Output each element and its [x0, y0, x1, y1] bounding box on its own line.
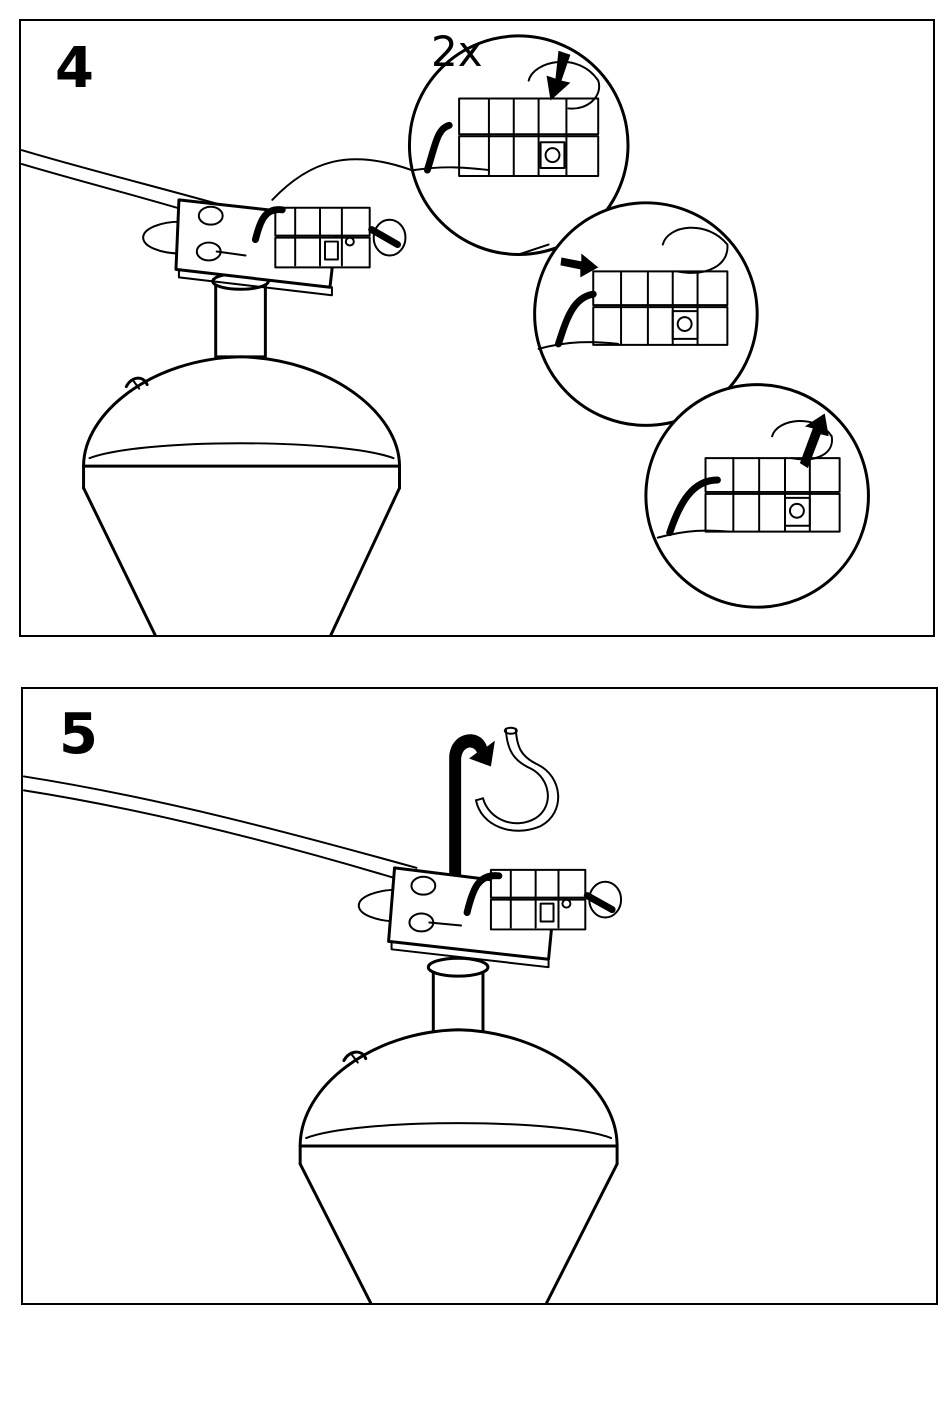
step-number: 5 [59, 707, 97, 763]
power-cable [24, 776, 416, 883]
connector-block [359, 868, 621, 967]
lamp-shade [84, 273, 400, 635]
repeat-count-label: 2x [431, 31, 483, 73]
ceiling-hook [476, 728, 558, 831]
detail-callout [272, 159, 411, 200]
step-4-panel: 4 2x [19, 19, 935, 637]
connector-block [143, 200, 405, 295]
step-number: 4 [55, 41, 93, 97]
step-5-illustration [23, 689, 936, 1303]
detail-release [646, 385, 869, 608]
lamp-shade [300, 958, 617, 1303]
step-5-panel: 5 [21, 687, 938, 1305]
step-4-illustration [21, 21, 933, 635]
